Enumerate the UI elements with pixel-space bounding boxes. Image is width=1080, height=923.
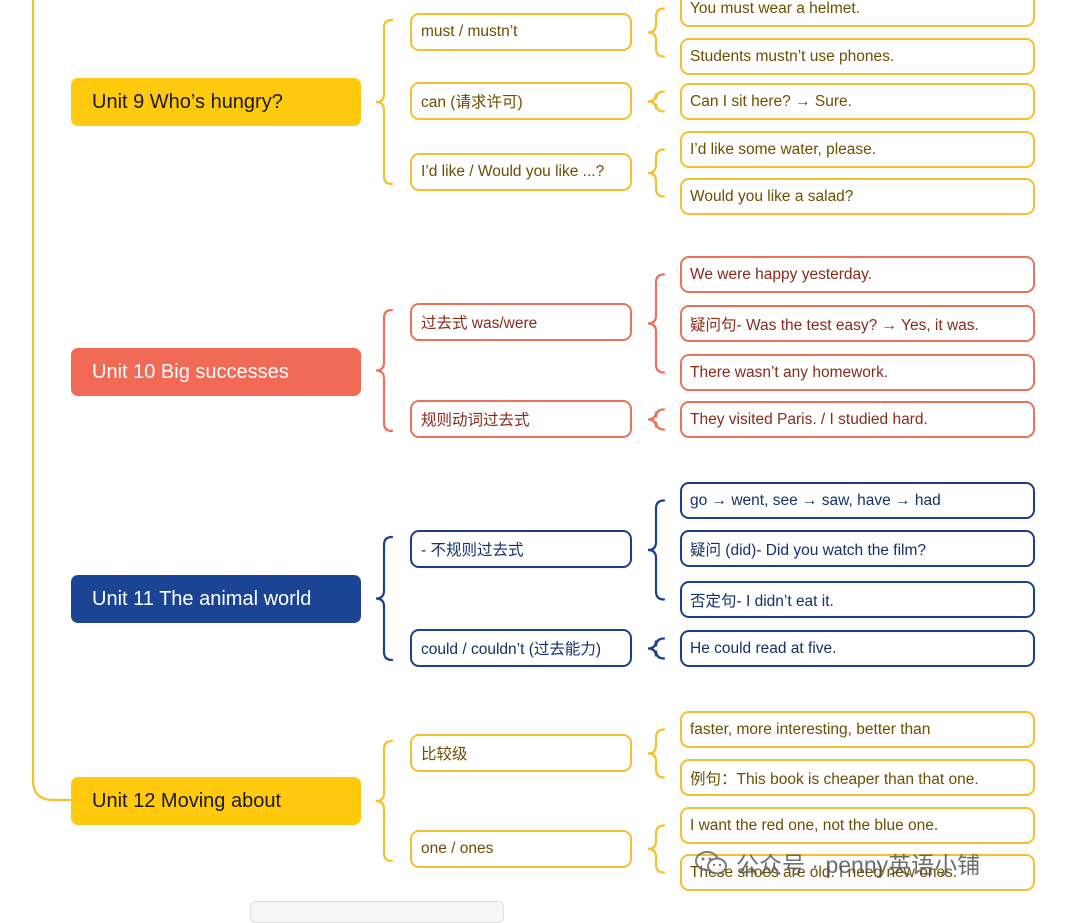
watermark: 公众号 · penny英语小铺 xyxy=(694,846,980,880)
example-node: Students mustn’t use phones. xyxy=(680,38,1035,75)
grammar-point-node: I’d like / Would you like ...? xyxy=(410,153,632,191)
point-brace xyxy=(647,499,666,601)
example-node: I want the red one, not the blue one. xyxy=(680,807,1035,844)
unit-brace-unit11 xyxy=(375,535,394,662)
example-node: 否定句- I didn’t eat it. xyxy=(680,581,1035,618)
example-node: Would you like a salad? xyxy=(680,178,1035,215)
bottom-tab[interactable] xyxy=(250,901,504,923)
watermark-text: 公众号 · penny英语小铺 xyxy=(736,852,981,878)
point-brace xyxy=(647,90,666,113)
unit-node-unit10: Unit 10 Big successes xyxy=(71,348,361,396)
wechat-icon xyxy=(695,851,727,875)
example-node: 疑问句- Was the test easy? → Yes, it was. xyxy=(680,305,1035,342)
grammar-point-node: 规则动词过去式 xyxy=(410,400,632,438)
example-node: These shoes are old. I need new ones. xyxy=(680,854,1035,891)
grammar-point-node: must / mustn’t xyxy=(410,13,632,51)
grammar-point-node: 过去式 was/were xyxy=(410,303,632,341)
example-node: go → went, see → saw, have → had xyxy=(680,482,1035,519)
example-node: There wasn’t any homework. xyxy=(680,354,1035,391)
point-brace xyxy=(647,148,666,198)
grammar-point-node: - 不规则过去式 xyxy=(410,530,632,568)
example-node: 例句：This book is cheaper than that one. xyxy=(680,759,1035,796)
unit-node-unit9: Unit 9 Who’s hungry? xyxy=(71,78,361,126)
example-node: 疑问 (did)- Did you watch the film? xyxy=(680,530,1035,567)
example-node: They visited Paris. / I studied hard. xyxy=(680,401,1035,438)
unit-node-unit12: Unit 12 Moving about xyxy=(71,777,361,825)
unit-brace-unit9 xyxy=(375,18,394,186)
unit-brace-unit12 xyxy=(375,739,394,863)
unit-brace-unit10 xyxy=(375,308,394,433)
point-brace xyxy=(647,273,666,374)
grammar-point-node: could / couldn’t (过去能力) xyxy=(410,629,632,667)
point-brace xyxy=(647,824,666,874)
grammar-point-node: one / ones xyxy=(410,830,632,868)
example-node: He could read at five. xyxy=(680,630,1035,667)
trunk-line xyxy=(31,0,73,802)
point-brace xyxy=(647,7,666,58)
example-node: I’d like some water, please. xyxy=(680,131,1035,168)
example-node: Can I sit here? → Sure. xyxy=(680,83,1035,120)
point-brace xyxy=(647,728,666,779)
point-brace xyxy=(647,637,666,660)
unit-node-unit11: Unit 11 The animal world xyxy=(71,575,361,623)
point-brace xyxy=(647,408,666,431)
example-node: faster, more interesting, better than xyxy=(680,711,1035,748)
example-node: You must wear a helmet. xyxy=(680,0,1035,27)
grammar-point-node: can (请求许可) xyxy=(410,82,632,120)
grammar-point-node: 比较级 xyxy=(410,734,632,772)
example-node: We were happy yesterday. xyxy=(680,256,1035,293)
